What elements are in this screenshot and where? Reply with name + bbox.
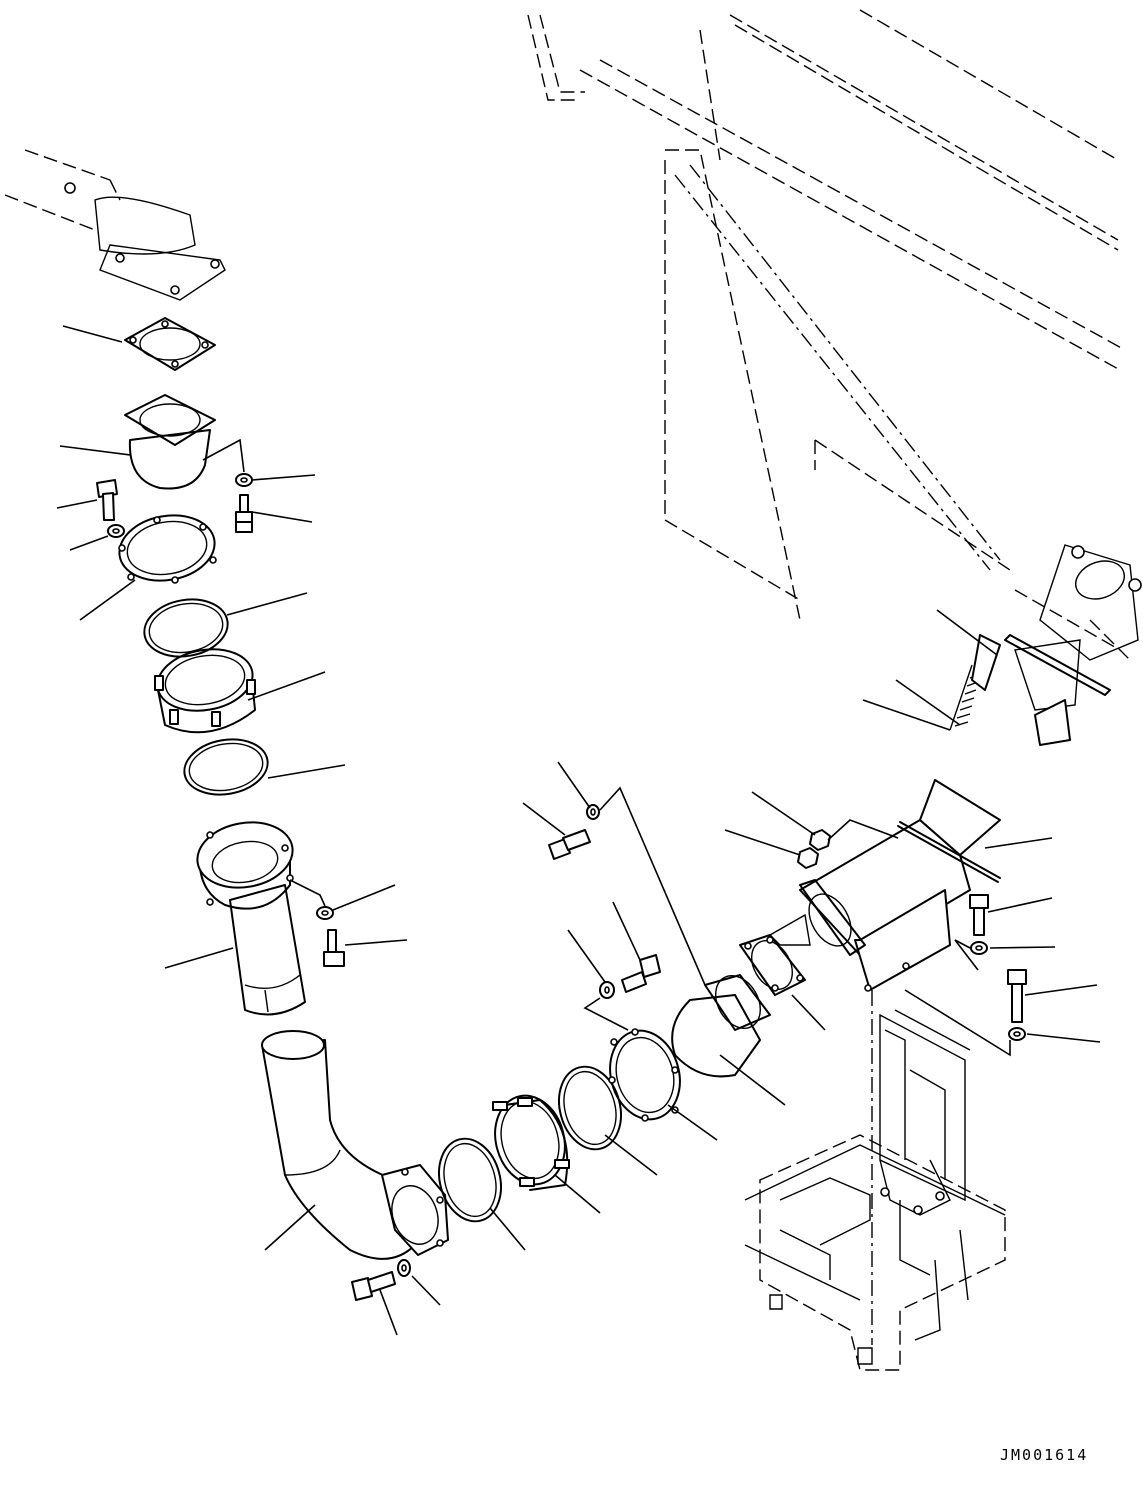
support-frame-outline xyxy=(745,1010,1005,1370)
clamp-band-lower xyxy=(486,1088,575,1193)
washer-bottom xyxy=(398,1260,410,1276)
clamp-band-upper xyxy=(153,642,258,732)
bolt-left xyxy=(97,480,117,520)
bent-tail-pipe xyxy=(262,1031,415,1259)
bolt-right-upper xyxy=(970,895,988,935)
o-ring-middle xyxy=(180,733,272,801)
o-ring-lower-right xyxy=(550,1060,630,1157)
spring xyxy=(950,665,980,730)
bolt-bottom xyxy=(352,1272,395,1300)
washer-small-middle xyxy=(317,907,333,919)
flanged-elbow xyxy=(125,395,215,489)
flanged-straight-pipe xyxy=(192,815,305,1014)
retainer-pin xyxy=(972,635,1110,745)
o-ring-upper xyxy=(140,593,232,663)
square-gasket-lower xyxy=(740,933,805,996)
bolt-middle xyxy=(324,930,344,966)
nut-lower xyxy=(798,848,818,868)
machine-body-outline xyxy=(528,10,1130,660)
drawing-reference-code: JM001614 xyxy=(1000,1446,1088,1464)
washer-right-lower xyxy=(1009,1028,1025,1040)
upper-right-inlet-outline xyxy=(1040,545,1141,660)
upper-left-manifold-outline xyxy=(5,150,225,300)
leader-lines xyxy=(57,326,1100,1345)
washer-center xyxy=(600,982,614,998)
bolt-right-lower xyxy=(1008,970,1026,1022)
bent-pipe-outlet-flange xyxy=(382,1165,448,1255)
bolt-center-upper xyxy=(549,830,590,859)
washer-left xyxy=(108,525,124,537)
clamp-flange-ring-lower xyxy=(601,1023,690,1128)
washer-right-upper xyxy=(971,942,987,954)
adapter-housing xyxy=(770,780,1000,991)
square-gasket xyxy=(125,318,215,370)
flanged-elbow-lower xyxy=(672,968,770,1077)
o-ring-lower-left xyxy=(430,1132,510,1229)
washer-small-upper xyxy=(236,474,252,486)
bolt-center xyxy=(622,955,660,992)
washer-center-upper xyxy=(587,805,599,819)
bolt-upper-right xyxy=(236,495,252,532)
clamp-flange-ring xyxy=(114,508,220,588)
